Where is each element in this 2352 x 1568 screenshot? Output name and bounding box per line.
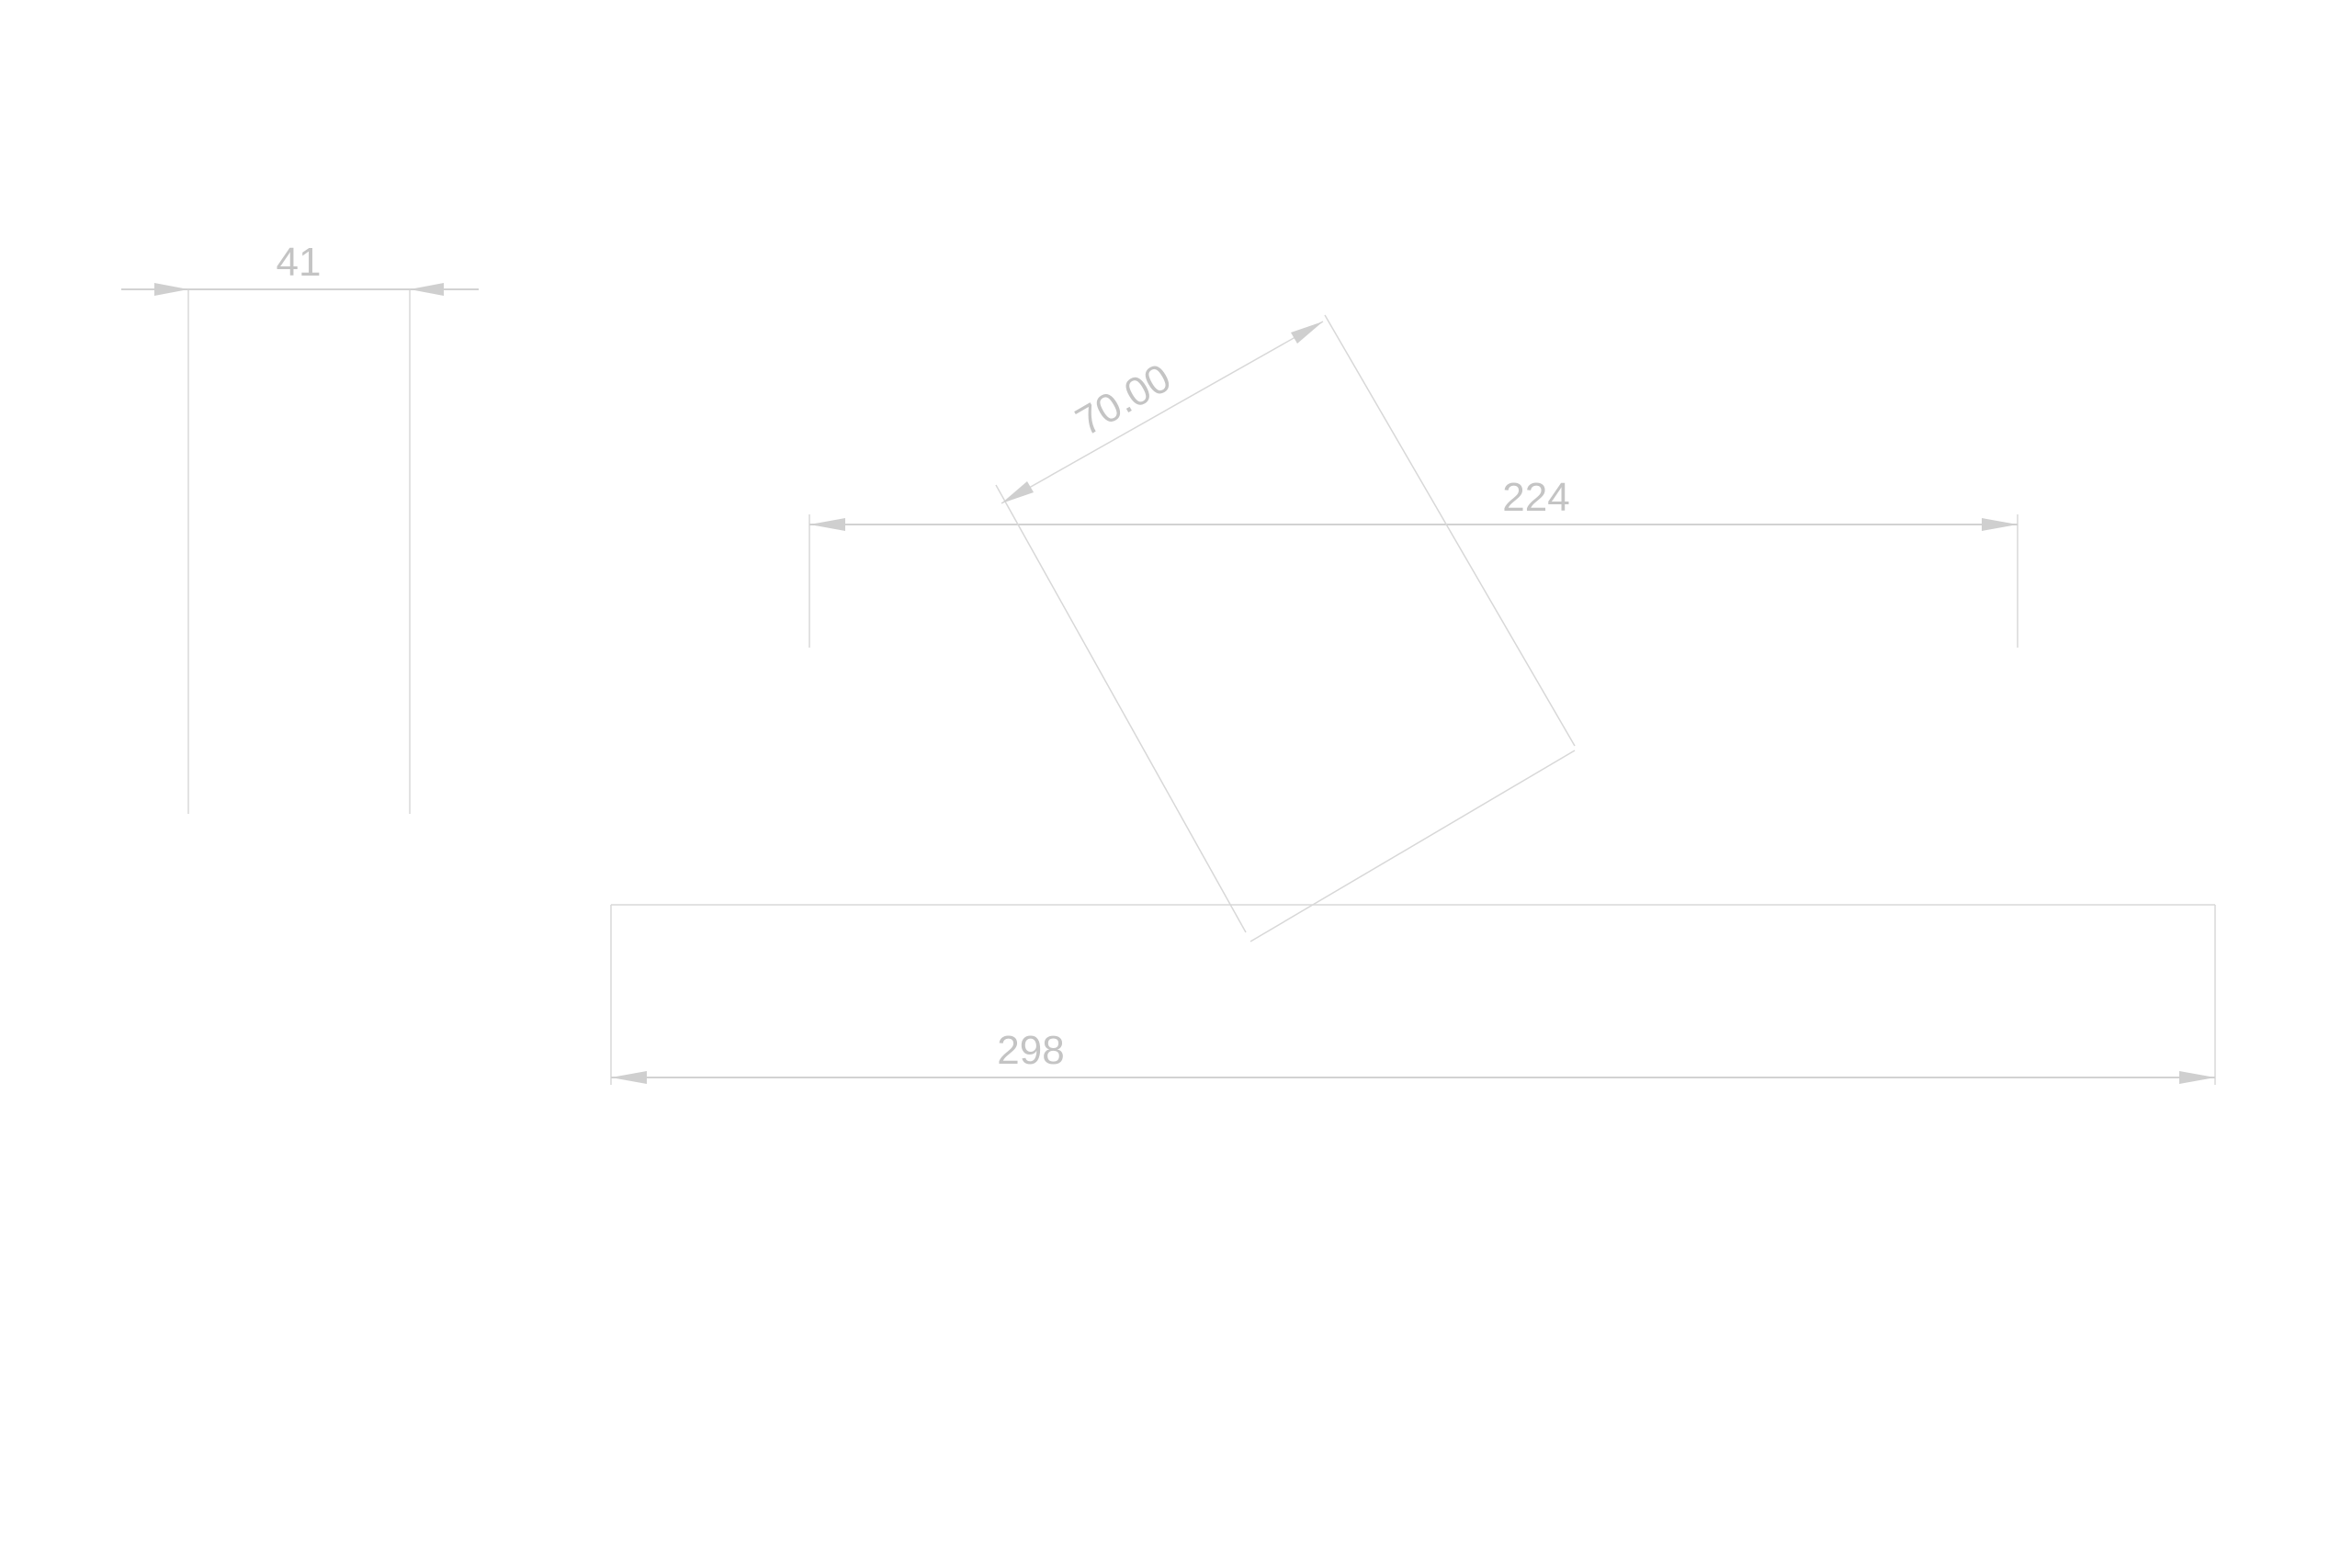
arrow-icon (1982, 518, 2018, 531)
rect-right-edge (1324, 314, 1576, 747)
dimension-line-70 (1001, 321, 1324, 504)
dimension-label-41: 41 (277, 240, 322, 285)
dimension-41: 41 (121, 240, 479, 814)
dimension-label-298: 298 (997, 1028, 1064, 1073)
dimension-224: 224 (808, 475, 2018, 648)
arrow-icon (1291, 321, 1323, 344)
arrow-icon (611, 1071, 647, 1084)
rect-left-edge (995, 484, 1247, 933)
rect-bottom-edge (1250, 750, 1576, 942)
arrow-icon (410, 283, 444, 296)
arrow-icon (809, 518, 845, 531)
dimension-label-70: 70.00 (1069, 355, 1179, 445)
dimension-298: 298 (610, 904, 2216, 1085)
dimension-label-224: 224 (1502, 475, 1569, 520)
rotated-rectangle: 70.00 (995, 314, 1576, 942)
arrow-icon (154, 283, 188, 296)
arrow-icon (1001, 481, 1034, 503)
arrow-icon (2179, 1071, 2215, 1084)
